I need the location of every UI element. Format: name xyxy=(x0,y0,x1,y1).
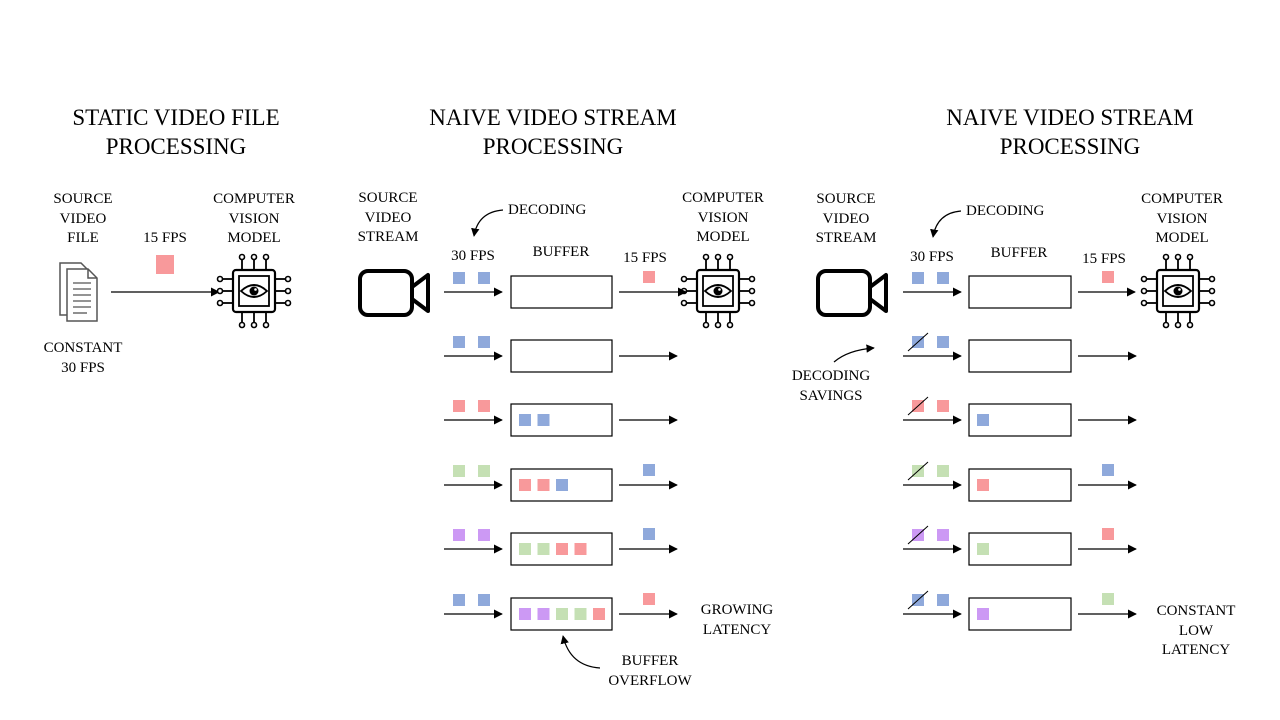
video-camera-icon xyxy=(816,269,888,317)
skip-strike xyxy=(907,332,929,352)
incoming-frame xyxy=(478,272,490,284)
buffered-frame xyxy=(519,414,531,426)
incoming-frame xyxy=(937,465,949,477)
panel2-buffer-label: BUFFER xyxy=(532,244,590,260)
skip-strike xyxy=(907,525,929,545)
output-frame xyxy=(643,593,655,605)
skip-strike xyxy=(907,396,929,416)
incoming-frame xyxy=(937,336,949,348)
panel3-decoding-label: DECODING xyxy=(966,203,1045,219)
buffered-frame xyxy=(574,608,587,620)
buffered-frame xyxy=(537,479,550,491)
buffered-frame xyxy=(593,608,605,620)
incoming-frame xyxy=(478,529,490,541)
buffered-frame xyxy=(537,543,550,555)
incoming-frame xyxy=(937,594,949,606)
panel2-growing-latency-note: GROWING LATENCY xyxy=(700,602,774,638)
skip-strike xyxy=(907,590,929,610)
document-stack-icon xyxy=(59,262,98,322)
buffered-frame xyxy=(977,479,989,491)
panel2-buffer-overflow-note: BUFFER OVERFLOW xyxy=(608,653,692,689)
output-frame xyxy=(1102,464,1114,476)
panel2-source-label: SOURCE VIDEO STREAM xyxy=(357,190,419,245)
incoming-frame xyxy=(478,400,490,412)
incoming-frame xyxy=(453,336,465,348)
buffered-frame xyxy=(977,543,989,555)
buffer-box xyxy=(510,339,613,373)
incoming-frame xyxy=(453,594,465,606)
panel2-output-rate: 15 FPS xyxy=(623,250,667,266)
panel2-input-rate: 30 FPS xyxy=(451,248,495,264)
output-frame xyxy=(643,271,655,283)
incoming-frame xyxy=(453,465,465,477)
overflow-callout-arrow xyxy=(560,635,601,669)
savings-callout-arrow xyxy=(833,344,875,363)
ai-chip-eye-icon xyxy=(1140,253,1216,329)
buffered-frame xyxy=(519,543,531,555)
panel2-decoding-label: DECODING xyxy=(508,202,587,218)
ai-chip-eye-icon xyxy=(680,253,756,329)
buffered-frame xyxy=(519,479,531,491)
buffer-box xyxy=(968,597,1072,631)
panel3-constant-latency-note: CONSTANT LOW LATENCY xyxy=(1156,603,1236,658)
output-frame xyxy=(643,464,655,476)
buffered-frame xyxy=(574,543,587,555)
pipeline-rows xyxy=(444,271,1137,631)
incoming-frame xyxy=(478,465,490,477)
panel1-title: STATIC VIDEO FILE PROCESSING xyxy=(72,105,280,159)
panel2-model-label: COMPUTER VISION MODEL xyxy=(682,190,764,245)
buffered-frame xyxy=(977,608,989,620)
panel3-output-rate: 15 FPS xyxy=(1082,251,1126,267)
panel3-input-rate: 30 FPS xyxy=(910,249,954,265)
buffered-frame xyxy=(977,414,989,426)
output-frame xyxy=(1102,271,1114,283)
panel2-title: NAIVE VIDEO STREAM PROCESSING xyxy=(429,105,677,159)
output-frame xyxy=(643,528,655,540)
buffered-frame xyxy=(537,414,550,426)
panel1-constant-note: CONSTANT 30 FPS xyxy=(43,340,123,376)
incoming-frame xyxy=(453,272,465,284)
incoming-frame xyxy=(453,400,465,412)
buffer-box xyxy=(968,339,1072,373)
buffered-frame xyxy=(556,608,568,620)
panel1-source-label: SOURCE VIDEO FILE xyxy=(53,191,113,246)
incoming-frame xyxy=(478,594,490,606)
buffered-frame xyxy=(556,543,568,555)
video-camera-icon xyxy=(358,269,430,317)
incoming-frame xyxy=(478,336,490,348)
incoming-frame xyxy=(937,400,949,412)
buffered-frame xyxy=(556,479,568,491)
panel3-model-label: COMPUTER VISION MODEL xyxy=(1141,191,1223,246)
panel3-title: NAIVE VIDEO STREAM PROCESSING xyxy=(946,105,1194,159)
decoding-callout-arrow xyxy=(930,210,962,238)
incoming-frame xyxy=(937,529,949,541)
decoding-callout-arrow xyxy=(471,209,504,237)
panel1-frame-block xyxy=(156,255,174,274)
panel1-model-label: COMPUTER VISION MODEL xyxy=(213,191,295,246)
buffer-box xyxy=(510,275,613,309)
panel3-source-label: SOURCE VIDEO STREAM xyxy=(815,191,877,246)
panel3-buffer-label: BUFFER xyxy=(990,245,1048,261)
buffered-frame xyxy=(519,608,531,620)
incoming-frame xyxy=(912,272,924,284)
panel3-decoding-savings-note: DECODING SAVINGS xyxy=(791,368,871,404)
buffer-box xyxy=(968,275,1072,309)
ai-chip-eye-icon xyxy=(216,253,292,329)
skip-strike xyxy=(907,461,929,481)
incoming-frame xyxy=(453,529,465,541)
incoming-frame xyxy=(937,272,949,284)
buffered-frame xyxy=(537,608,550,620)
panel1-rate-label: 15 FPS xyxy=(143,230,187,246)
output-frame xyxy=(1102,528,1114,540)
output-frame xyxy=(1102,593,1114,605)
